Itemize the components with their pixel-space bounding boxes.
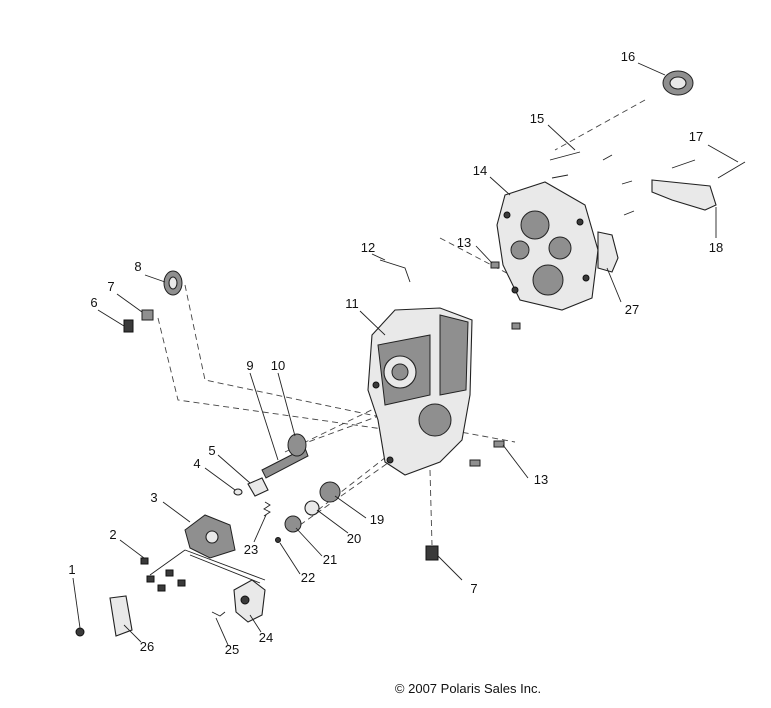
callout-16: 16: [621, 49, 635, 64]
callout-25: 25: [225, 642, 239, 657]
callout-13-lower: 13: [534, 472, 548, 487]
callout-21: 21: [323, 552, 337, 567]
callout-11: 11: [345, 296, 359, 311]
dowel-pin: [469, 459, 481, 467]
callout-23: 23: [244, 542, 258, 557]
dowel-pin: [511, 322, 521, 330]
copyright-notice: © 2007 Polaris Sales Inc.: [395, 681, 541, 696]
seal-16: [662, 70, 694, 96]
nut-1: [75, 627, 85, 637]
gear-10: [287, 433, 307, 457]
group-lines: [149, 549, 266, 584]
callout-10: 10: [271, 358, 285, 373]
cover-plate: [496, 181, 599, 311]
callout-4: 4: [193, 456, 200, 471]
callout-9: 9: [246, 358, 253, 373]
pin-22: [275, 537, 281, 543]
clip-6: [123, 319, 134, 333]
callout-5: 5: [208, 443, 215, 458]
dash-line-7: [157, 317, 391, 431]
callout-labels: 1 2 3 4 5 6 7 7 8 9 10 11 12 13 13 14 15…: [68, 49, 723, 657]
clip-25: [211, 611, 226, 617]
washer-4: [233, 488, 243, 496]
callout-17: 17: [689, 129, 703, 144]
spring: [263, 501, 271, 517]
bolts: [549, 151, 746, 216]
small-bracket: [597, 231, 619, 273]
dash-line-7b: [429, 469, 433, 546]
breather-tube: [379, 259, 411, 283]
callout-22: 22: [301, 570, 315, 585]
callout-26: 26: [140, 639, 154, 654]
bolt: [157, 584, 166, 592]
dowel-pin: [490, 261, 500, 269]
gearcase-housing: [367, 307, 473, 476]
callout-18: 18: [709, 240, 723, 255]
actuator-port: [205, 530, 219, 544]
callout-1: 1: [68, 562, 75, 577]
dash-line-20: [317, 449, 396, 511]
callout-3: 3: [150, 490, 157, 505]
dowel-pin: [493, 440, 505, 448]
leader-lines: [72, 62, 739, 646]
plug-7-lower: [425, 545, 439, 561]
seal-8: [163, 270, 183, 296]
plug-7: [141, 309, 154, 321]
gear-19: [319, 481, 341, 503]
callout-15: 15: [530, 111, 544, 126]
callout-20: 20: [347, 531, 361, 546]
bearing-20: [304, 500, 320, 516]
callout-19: 19: [370, 512, 384, 527]
bolt: [146, 575, 155, 583]
dash-line-16: [554, 99, 646, 151]
bolt: [165, 569, 174, 577]
callout-27: 27: [625, 302, 639, 317]
mounting-bracket: [651, 179, 717, 211]
callout-14: 14: [473, 163, 487, 178]
callout-6: 6: [90, 295, 97, 310]
callout-12: 12: [361, 240, 375, 255]
callout-7: 7: [107, 279, 114, 294]
shift-motor: [233, 579, 266, 623]
callout-24: 24: [259, 630, 273, 645]
gear-21: [284, 515, 302, 533]
fork-5: [247, 477, 269, 497]
mounting-plate: [109, 595, 133, 637]
callout-2: 2: [109, 527, 116, 542]
callout-7-lower: 7: [470, 581, 477, 596]
callout-8: 8: [134, 259, 141, 274]
callout-13: 13: [457, 235, 471, 250]
bolt: [177, 579, 186, 587]
bolt-2: [140, 557, 149, 565]
